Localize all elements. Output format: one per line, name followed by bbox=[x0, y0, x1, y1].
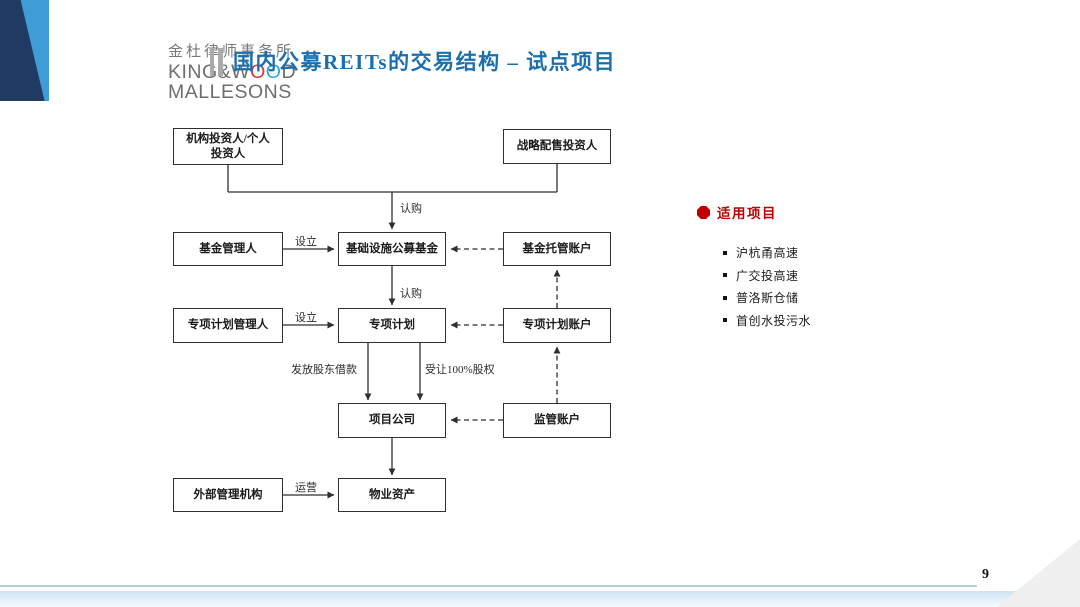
node-abs-plan: 专项计划 bbox=[338, 308, 446, 343]
edge-label-establish-fund: 设立 bbox=[295, 236, 317, 248]
node-external-manager: 外部管理机构 bbox=[173, 478, 283, 512]
project-name: 首创水投污水 bbox=[736, 313, 812, 328]
page-title: 国内公募REITs的交易结构 – 试点项目 bbox=[233, 50, 617, 74]
edge-label-equity-transfer: 受让100%股权 bbox=[425, 364, 495, 376]
logo-english-line2: MALLESONS bbox=[168, 81, 292, 103]
node-investors: 机构投资人/个人投资人 bbox=[173, 128, 283, 165]
node-fund-manager: 基金管理人 bbox=[173, 232, 283, 266]
bullet-icon bbox=[723, 273, 727, 277]
edge-label-subscribe-mid: 认购 bbox=[400, 288, 422, 300]
footer-band bbox=[0, 591, 1080, 607]
list-item: 首创水投污水 bbox=[723, 312, 811, 329]
logo-english-line1: KING&WOOD bbox=[168, 61, 297, 83]
applicable-projects-list: 沪杭甬高速 广交投高速 普洛斯仓储 首创水投污水 bbox=[723, 244, 811, 329]
logo-red-o: O bbox=[250, 61, 266, 83]
project-name: 沪杭甬高速 bbox=[736, 246, 799, 260]
node-supervision-account: 监管账户 bbox=[503, 403, 611, 438]
node-project-company: 项目公司 bbox=[338, 403, 446, 438]
node-plan-manager: 专项计划管理人 bbox=[173, 308, 283, 343]
logo-blue-o: O bbox=[265, 61, 282, 83]
node-strategic-investors: 战略配售投资人 bbox=[503, 129, 611, 164]
node-public-fund: 基础设施公募基金 bbox=[338, 232, 446, 266]
edge-label-establish-plan: 设立 bbox=[295, 312, 317, 324]
node-fund-custody-account: 基金托管账户 bbox=[503, 232, 611, 266]
footer-divider bbox=[0, 585, 977, 587]
project-name: 普洛斯仓储 bbox=[736, 291, 799, 305]
list-item: 广交投高速 bbox=[723, 267, 811, 284]
applicable-projects-icon bbox=[697, 206, 710, 219]
edge-label-shareholder-loan: 发放股东借款 bbox=[291, 364, 357, 376]
node-property: 物业资产 bbox=[338, 478, 446, 512]
applicable-projects-title: 适用项目 bbox=[717, 206, 777, 221]
logo-chinese-name: 金杜律师事务所 bbox=[168, 43, 295, 60]
bullet-icon bbox=[723, 250, 727, 255]
bullet-icon bbox=[723, 295, 727, 300]
node-plan-account: 专项计划账户 bbox=[503, 308, 611, 343]
title-accent-bar bbox=[218, 48, 223, 76]
page-number: 9 bbox=[982, 567, 989, 582]
list-item: 沪杭甬高速 bbox=[723, 244, 811, 261]
project-name: 广交投高速 bbox=[736, 268, 799, 283]
edge-label-subscribe-top: 认购 bbox=[400, 203, 422, 215]
bullet-icon bbox=[723, 318, 727, 322]
kwm-logo-text: 金杜律师事务所 KING&WOOD MALLESONS bbox=[168, 40, 296, 102]
list-item: 普洛斯仓储 bbox=[723, 289, 811, 306]
edge-label-operate: 运营 bbox=[295, 482, 317, 494]
kwm-logo-mark bbox=[0, 0, 49, 101]
title-accent-bar bbox=[210, 48, 214, 76]
